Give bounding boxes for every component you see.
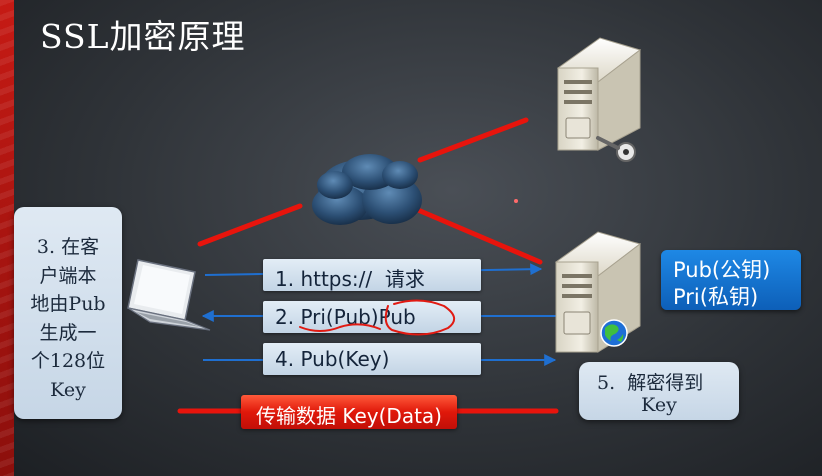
step3-text: 3. 在客 户端本 地由Pub 生成一 个128位 Key — [14, 233, 122, 404]
server-with-globe-icon — [554, 231, 642, 353]
cloud-to-server-line — [417, 117, 529, 163]
circle-stroke — [384, 299, 455, 336]
cloud-icon — [312, 154, 422, 225]
step3-line: 3. 在客 — [36, 236, 100, 258]
red-side-bar — [0, 0, 14, 476]
step5-box: 5. 解密得到 Key — [579, 362, 739, 420]
message-pub-key: 4. Pub(Key) — [263, 343, 481, 375]
step3-line: 个128位 — [30, 350, 106, 372]
private-key-label: Pri(私钥) — [673, 285, 759, 309]
step3-line: Key — [50, 378, 86, 401]
pointer-dot — [514, 199, 518, 203]
message-label: 1. https:// 请求 — [275, 267, 425, 291]
message-label: 2. Pri(Pub)Pub — [275, 305, 416, 329]
underline-stroke — [299, 323, 381, 332]
cloud-to-web-server-line — [415, 207, 543, 265]
step3-line: 生成一 — [39, 321, 97, 344]
data-transfer-label: 传输数据 Key(Data) — [241, 395, 457, 429]
message-label: 4. Pub(Key) — [275, 347, 390, 371]
page-title: SSL加密原理 — [40, 17, 246, 56]
laptop-to-cloud-line — [197, 203, 303, 247]
step3-line: 户端本 — [39, 264, 97, 287]
key-icon — [596, 136, 636, 162]
data-transfer-text: 传输数据 Key(Data) — [256, 404, 442, 428]
step3-box: 3. 在客 户端本 地由Pub 生成一 个128位 Key — [14, 207, 122, 419]
message-https-request: 1. https:// 请求 — [263, 259, 481, 291]
server-with-key-icon — [556, 37, 642, 162]
step5-line2: Key — [641, 394, 677, 416]
public-key-label: Pub(公钥) — [673, 258, 771, 282]
step5-line1: 5. 解密得到 — [597, 372, 704, 394]
key-legend-box: Pub(公钥) Pri(私钥) — [661, 250, 801, 310]
step3-line: 地由Pub — [30, 293, 106, 315]
laptop-icon — [127, 259, 211, 331]
globe-icon — [600, 319, 628, 347]
